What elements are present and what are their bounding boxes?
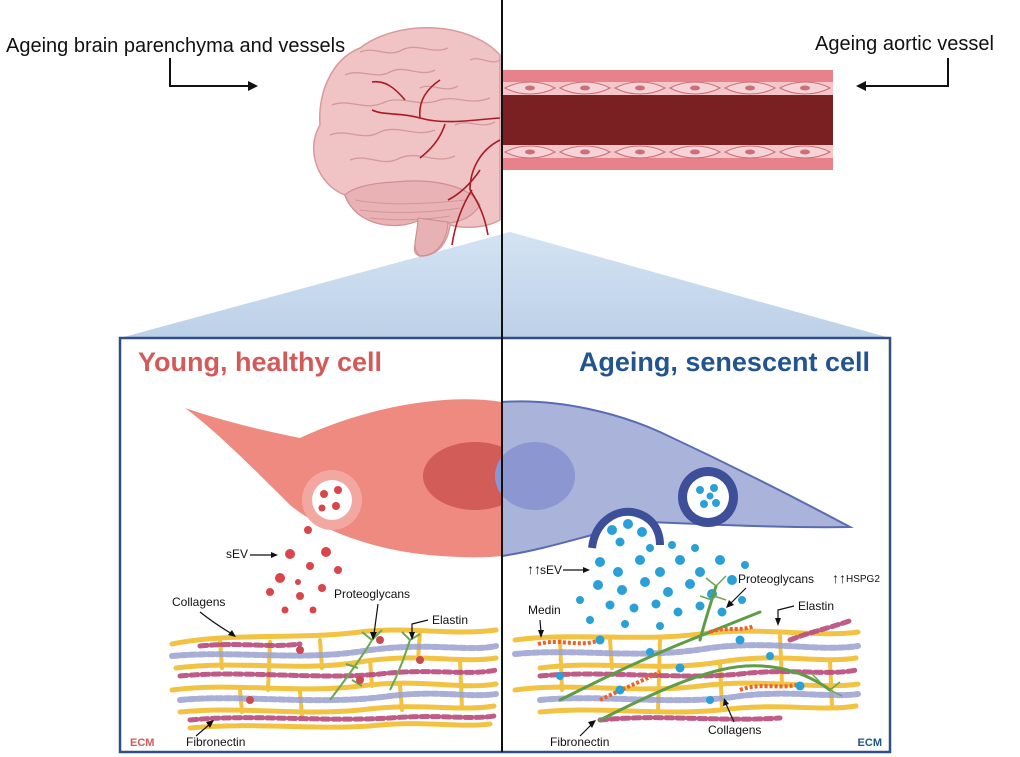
young-sev-particles — [266, 526, 342, 614]
ageing-title: Ageing, senescent cell — [579, 347, 870, 377]
ageing-ecm-network — [512, 575, 861, 723]
ageing-medin-label: Medin — [528, 603, 561, 617]
ageing-collagens-label: Collagens — [708, 723, 761, 737]
ageing-proteoglycans-label: Proteoglycans — [738, 572, 814, 586]
young-proteoglycans-label: Proteoglycans — [334, 587, 410, 601]
young-sev-label: sEV — [226, 547, 248, 561]
aorta-label: Ageing aortic vessel — [815, 33, 994, 55]
young-collagens-label: Collagens — [172, 595, 225, 609]
ageing-elastin-label: Elastin — [798, 599, 834, 613]
brain-arrow-head — [248, 81, 258, 91]
ageing-sev-label: sEV — [540, 563, 562, 577]
brain-label: Ageing brain parenchyma and vessels — [6, 35, 345, 57]
aorta-arrow — [862, 58, 949, 87]
young-title: Young, healthy cell — [138, 347, 382, 377]
brain-arrow — [169, 58, 252, 87]
young-fibronectin-label: Fibronectin — [186, 735, 245, 749]
aortic-vessel-illustration — [503, 70, 833, 170]
young-budding-vesicle — [302, 470, 362, 530]
aorta-arrow-head — [856, 81, 866, 91]
young-ecm-label: ECM — [130, 737, 154, 749]
ageing-sev-particles — [576, 541, 749, 630]
zoom-funnel — [120, 232, 890, 338]
ageing-hspg2-up-arrows: ↑↑ — [832, 570, 846, 586]
brain-illustration — [312, 26, 501, 257]
ageing-fibronectin-label: Fibronectin — [550, 735, 609, 749]
ageing-nucleus — [495, 442, 575, 510]
ageing-budding-vesicle-1 — [678, 467, 738, 527]
ageing-budding-vesicle-2 — [588, 507, 664, 549]
ageing-sev-up-arrows: ↑↑ — [527, 561, 541, 577]
young-ecm-network — [169, 627, 499, 731]
ageing-hspg2-label: HSPG2 — [846, 574, 880, 585]
ageing-ecm-label: ECM — [858, 737, 882, 749]
young-elastin-label: Elastin — [432, 613, 468, 627]
